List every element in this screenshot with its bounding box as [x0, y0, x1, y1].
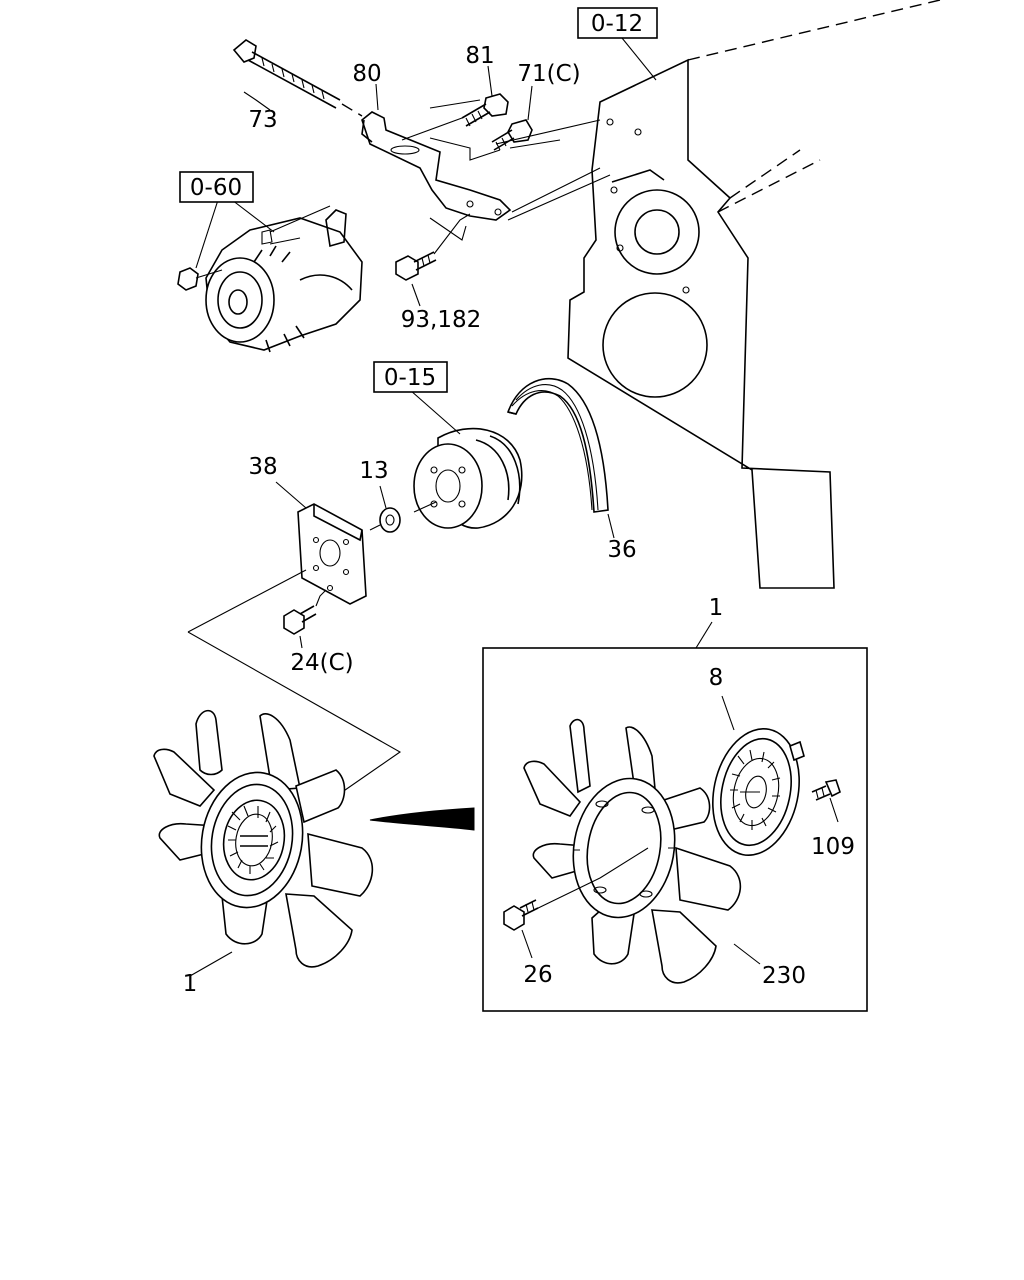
- alternator: [177, 205, 363, 353]
- label-81: 81: [465, 43, 494, 69]
- bolt-71c: [491, 119, 533, 151]
- svg-text:0-60: 0-60: [190, 175, 242, 201]
- bolt-26: [503, 899, 539, 959]
- label-36: 36: [607, 537, 636, 563]
- pulley: [413, 427, 523, 529]
- label-1-top: 1: [709, 595, 724, 621]
- label-38: 38: [248, 454, 277, 480]
- bolt-26-axis: [529, 847, 649, 913]
- detail-box-leader: [695, 621, 713, 649]
- spacer-plate-38: [297, 503, 367, 605]
- bracket-80: [361, 111, 512, 221]
- leader-bracket-lines: [401, 99, 601, 149]
- label-230: 230: [762, 963, 806, 989]
- label-73: 73: [248, 107, 277, 133]
- engine-block: [567, 0, 944, 589]
- label-109: 109: [811, 834, 855, 860]
- svg-text:0-12: 0-12: [591, 11, 643, 37]
- fan-belt-36: [506, 377, 609, 513]
- ref-box-0-60: 0-60: [179, 171, 254, 203]
- bolt-109: [811, 779, 841, 823]
- label-1-bottom: 1: [183, 971, 198, 997]
- leader-lines: [195, 37, 657, 649]
- label-71c: 71(C): [517, 61, 580, 87]
- long-bolt-73: [232, 39, 363, 117]
- label-26: 26: [523, 962, 552, 988]
- label-93-182: 93,182: [401, 307, 481, 333]
- bracket-mount-lines: [507, 167, 611, 221]
- explode-arrow: [369, 807, 475, 831]
- label-80: 80: [352, 61, 381, 87]
- assembly-leader: [187, 569, 402, 807]
- svg-text:0-15: 0-15: [384, 365, 436, 391]
- bolt-24c: [283, 589, 327, 635]
- label-13: 13: [359, 458, 388, 484]
- bolt-93-182: [395, 213, 471, 281]
- bolt-81: [461, 93, 509, 127]
- label-8: 8: [709, 665, 724, 691]
- fan-assembly-left: [153, 709, 374, 977]
- fan-blades-230: [523, 718, 761, 984]
- bracket-dashed-path: [429, 137, 501, 161]
- fan-clutch-8: [712, 695, 805, 857]
- ref-box-0-12: 0-12: [577, 7, 658, 39]
- label-24c: 24(C): [290, 650, 353, 676]
- ref-box-0-15: 0-15: [373, 361, 448, 393]
- spacer-13: [369, 507, 401, 533]
